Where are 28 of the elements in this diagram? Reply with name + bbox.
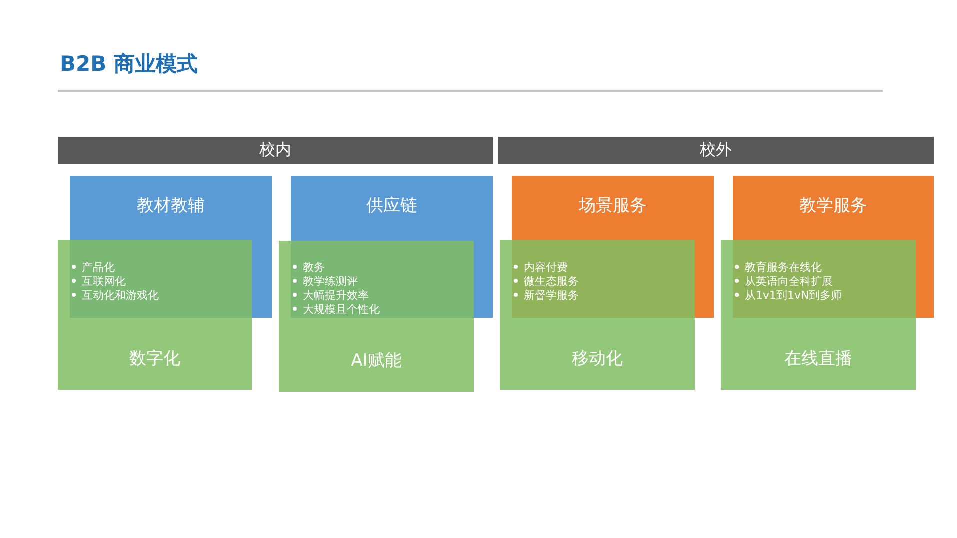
overlay-card xyxy=(721,240,916,390)
overlay-card xyxy=(279,241,474,392)
card-title: 供应链 xyxy=(366,195,418,217)
bullet-item: 教务 xyxy=(303,260,325,274)
bullet-item: 产品化 xyxy=(82,260,115,274)
bullet-item: 教学练测评 xyxy=(303,274,358,288)
bullet-item: 内容付费 xyxy=(524,260,568,274)
section-header-bar: 校内 xyxy=(58,137,493,164)
card-title: AI赋能 xyxy=(350,350,403,372)
bullet-item: 互动化和游戏化 xyxy=(82,288,159,302)
section-header-bar: 校外 xyxy=(498,137,934,164)
card-title: 数字化 xyxy=(128,348,182,370)
bullet-item: 互联网化 xyxy=(82,274,126,288)
overlay-card xyxy=(58,240,252,390)
bullet-item: 大规模且个性化 xyxy=(303,302,380,316)
card-title: 教学服务 xyxy=(798,195,868,217)
card-title: 移动化 xyxy=(571,348,624,370)
bullet-item: 新督学服务 xyxy=(524,288,579,302)
page-title: B2B 商业模式 xyxy=(60,51,198,78)
overlay-card xyxy=(500,240,695,390)
card-title: 在线直播 xyxy=(784,348,854,370)
bullet-item: 微生态服务 xyxy=(524,274,579,288)
bullet-item: 从英语向全科扩展 xyxy=(745,274,833,288)
card-title: 场景服务 xyxy=(578,195,648,217)
bullet-item: 从1v1到1vN到多师 xyxy=(745,288,842,302)
card-title: 教材教辅 xyxy=(136,195,206,217)
bullet-item: 教育服务在线化 xyxy=(745,260,822,274)
bullet-item: 大幅提升效率 xyxy=(303,288,369,302)
